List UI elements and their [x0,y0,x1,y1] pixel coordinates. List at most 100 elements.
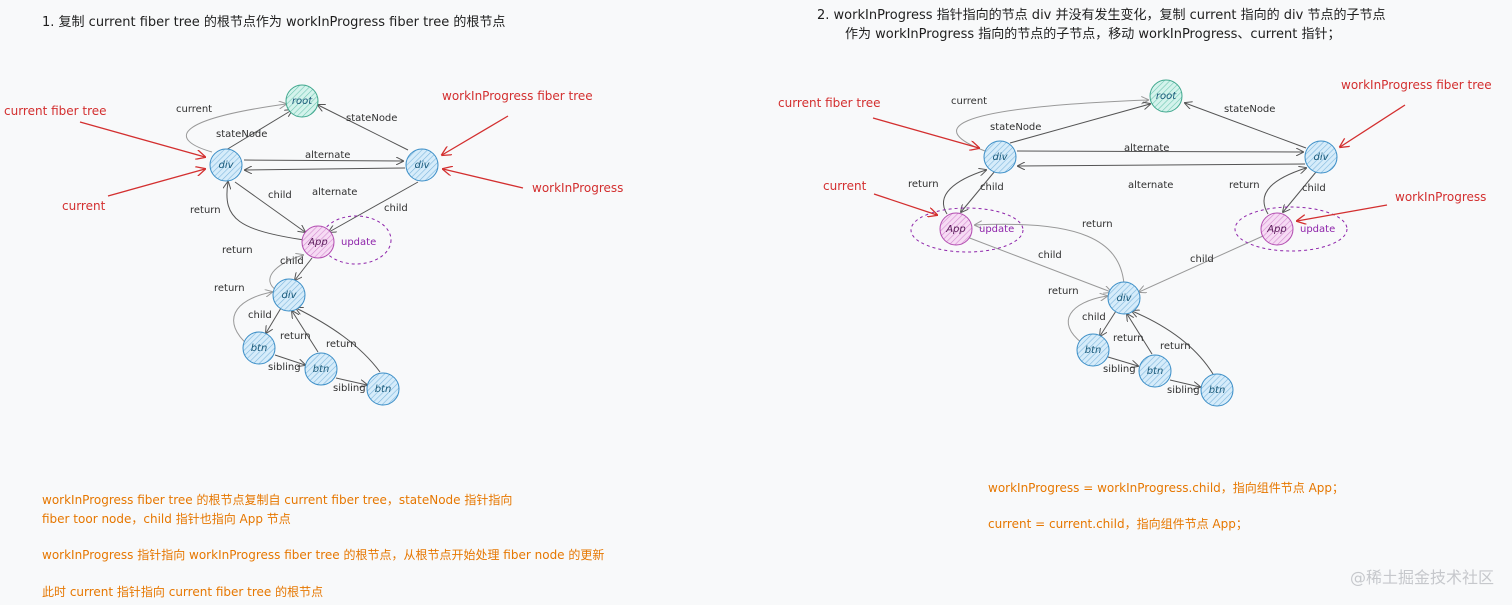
right-note-1: workInProgress = workInProgress.child，指向… [988,480,1344,495]
r-arrow-current-fiber-tree [872,117,979,148]
edge-sibling-btn2-btn3 [335,377,367,385]
r-edge-child-app-div2 [966,236,1111,292]
edge-statenode-right [318,105,409,151]
r-lbl-current: current [951,96,987,107]
r-update-label-current: update [979,224,1014,235]
r-edge-return-div2-app [975,224,1125,285]
node-div-child-left [272,278,306,312]
r-lbl-child-5: child [1082,312,1106,323]
r-ptr-wip: workInProgress [1395,190,1486,204]
node-root-left [285,84,319,118]
r-lbl-child-3: child [1038,250,1062,261]
lbl-child-3: child [280,256,304,267]
svg-text:btn: btn [1085,345,1102,356]
r-arrow-wip [1297,204,1388,221]
r-edge-return-btn3-div2 [1132,311,1214,375]
svg-text:App: App [1266,224,1287,235]
lbl-statenode-r: stateNode [346,113,397,124]
r-update-label-wip: update [1300,224,1335,235]
node-div-label-2: div [414,160,430,171]
r-lbl-return-3: return [1082,219,1113,230]
r-node-app-current [939,212,973,246]
svg-text:root: root [1156,91,1177,102]
r-edge-sibling-btn2-btn3 [1169,379,1200,387]
edge-child-div-app [234,181,305,232]
lbl-return-1: return [190,205,221,216]
r-lbl-return-1: return [908,179,939,190]
right-title-line1: 2. workInProgress 指针指向的节点 div 并没有发生变化，复制… [817,7,1385,23]
r-edge-return-btn2-div2 [1127,314,1153,355]
r-edge-return-wipapp-wipdiv [1263,168,1306,215]
lbl-child-4: child [248,310,272,321]
ptr-current-fiber-tree-left: current fiber tree [4,104,107,118]
node-app-left [301,225,335,259]
edge-return-app-div [227,182,305,241]
r-lbl-return-5: return [1113,333,1144,344]
r-ptr-wip-fiber-tree: workInProgress fiber tree [1341,78,1492,92]
update-dashed-outline-left [320,215,392,265]
ptr-wip-fiber-tree-left: workInProgress fiber tree [442,89,593,103]
svg-text:btn: btn [1209,385,1226,396]
right-edges [943,100,1317,387]
svg-text:div: div [1116,293,1132,304]
r-node-root [1149,79,1183,113]
node-btn2-left [304,352,338,386]
right-note-2: current = current.child，指向组件节点 App； [988,516,1248,531]
arrow-wip-left [443,169,524,189]
r-edge-alternate-bottom [1018,164,1306,166]
edge-statenode-left [225,110,292,151]
r-edge-statenode-left [1009,104,1150,144]
r-lbl-child-4: child [1190,254,1214,265]
edge-child-wipdiv-app [329,181,419,232]
r-arrow-wip-fiber-tree [1340,104,1406,147]
left-title: 1. 复制 current fiber tree 的根节点作为 workInPr… [42,14,505,30]
edge-return-div2-app [269,255,303,291]
node-div-label-3: div [281,290,297,301]
r-lbl-sibling-2: sibling [1167,385,1200,396]
r-node-app-wip [1260,212,1294,246]
node-btn-label-1: btn [251,343,268,354]
r-node-btn1 [1076,333,1110,367]
edge-alternate-top [243,160,403,161]
svg-text:btn: btn [1147,366,1164,377]
edge-current-to-root [185,104,286,153]
node-div-wip-left [405,148,439,182]
lbl-return-5: return [326,339,357,350]
r-lbl-sibling-1: sibling [1103,364,1136,375]
edge-sibling-btn1-btn2 [274,354,305,365]
r-lbl-return-6: return [1160,341,1191,352]
r-edge-return-btn1-div2 [1067,296,1107,344]
lbl-return-2: return [222,245,253,256]
update-dashed-outline-right-current [910,207,1024,253]
arrow-current-left [107,169,205,197]
svg-text:div: div [1313,152,1329,163]
ptr-wip-left: workInProgress [532,181,623,195]
svg-text:App: App [945,224,966,235]
edge-alternate-bottom [245,168,406,170]
edge-child-div2-btn1 [266,307,282,333]
update-dashed-outline-right-wip [1234,206,1348,252]
lbl-alternate-bottom: alternate [312,187,357,198]
r-node-div-current [983,140,1017,174]
left-edges [185,104,419,385]
r-node-btn3 [1200,373,1234,407]
lbl-sibling-2: sibling [333,383,366,394]
r-arrow-current [873,193,937,215]
r-lbl-alternate-bottom: alternate [1128,180,1173,191]
left-pointers: current fiber tree current workInProgres… [4,89,623,213]
edge-return-btn1-div2 [233,292,272,346]
r-lbl-alternate-top: alternate [1124,143,1169,154]
r-edge-current-to-root [956,100,1148,152]
node-btn3-left [366,372,400,406]
r-edge-return-app-div [943,170,986,215]
r-node-div-wip [1304,140,1338,174]
lbl-current: current [176,104,212,115]
node-btn-label-2: btn [313,364,330,375]
right-title-line2: 作为 workInProgress 指向的节点的子节点，移动 workInPro… [845,26,1340,42]
left-note-3: workInProgress 指针指向 workInProgress fiber… [42,547,604,562]
ptr-current-left: current [62,199,106,213]
r-edge-child-div2-btn1 [1100,310,1117,336]
lbl-sibling-1: sibling [268,362,301,373]
edge-child-app-div2 [295,257,313,280]
r-node-btn2 [1138,354,1172,388]
